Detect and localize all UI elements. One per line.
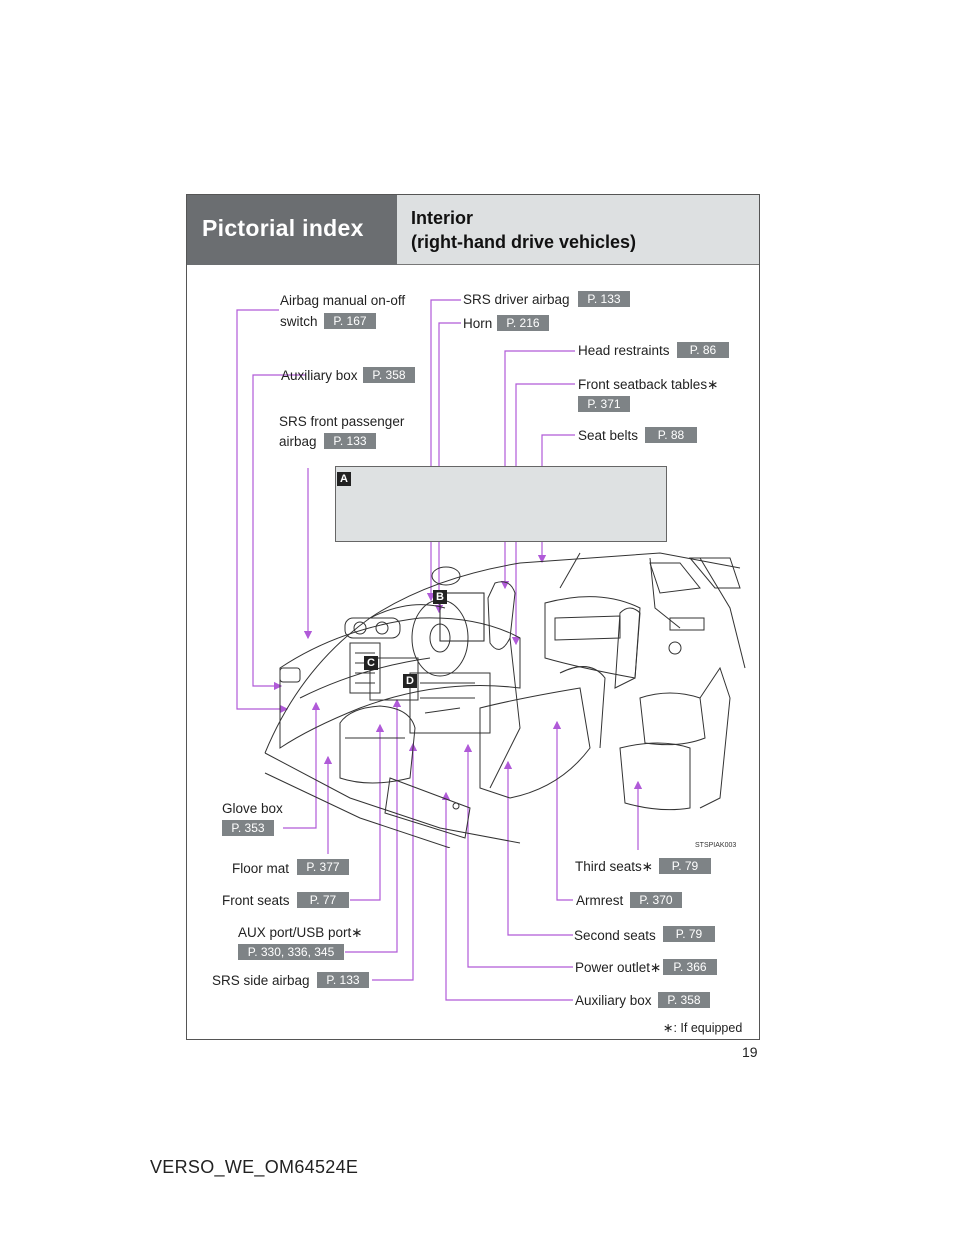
page-ref-head-restraints[interactable]: P. 86 <box>677 342 729 358</box>
page-ref-third-seats[interactable]: P. 79 <box>659 858 711 874</box>
label-glove-box: Glove box <box>222 801 283 816</box>
page-ref-airbag-switch[interactable]: P. 167 <box>324 313 376 329</box>
label-airbag-switch-2: switch <box>280 314 318 329</box>
panel-c-tag: C <box>364 656 378 670</box>
equipped-asterisk: ∗ <box>707 377 719 392</box>
page-ref-power-outlet[interactable]: P. 366 <box>663 959 717 975</box>
label-front-seats: Front seats <box>222 893 290 908</box>
label-armrest: Armrest <box>576 893 624 908</box>
page-ref-front-seats[interactable]: P. 77 <box>297 892 349 908</box>
panel-a-tag: A <box>337 472 351 486</box>
page-ref-seatback-tables[interactable]: P. 371 <box>578 396 630 412</box>
label-srs-front-pass-1: SRS front passenger <box>279 414 405 429</box>
page-ref-armrest[interactable]: P. 370 <box>630 892 682 908</box>
car-interior-illustration <box>264 552 746 848</box>
section-title: Pictorial index <box>202 215 364 241</box>
page-ref-glove-box[interactable]: P. 353 <box>222 820 274 836</box>
page-number: 19 <box>742 1044 758 1060</box>
page-ref-horn[interactable]: P. 216 <box>497 315 549 331</box>
page-ref-floor-mat[interactable]: P. 377 <box>297 859 349 875</box>
page-ref-second-seats[interactable]: P. 79 <box>663 926 715 942</box>
page-ref-aux-port[interactable]: P. 330, 336, 345 <box>238 944 344 960</box>
footer-code: VERSO_WE_OM64524E <box>150 1157 359 1177</box>
heading-line-2: (right-hand drive vehicles) <box>411 232 637 252</box>
page-ref-srs-side[interactable]: P. 133 <box>317 972 369 988</box>
page-ref-srs-driver[interactable]: P. 133 <box>578 291 630 307</box>
equipped-asterisk: ∗ <box>641 859 654 874</box>
panel-a: A <box>335 466 667 542</box>
label-seat-belts: Seat belts <box>578 428 639 443</box>
label-second-seats: Second seats <box>574 928 656 943</box>
image-code: STSPIAK003 <box>695 842 737 849</box>
label-floor-mat: Floor mat <box>232 861 290 876</box>
page-heading: Interior (right-hand drive vehicles) <box>397 195 759 265</box>
page-ref-aux-box-bottom[interactable]: P. 358 <box>658 992 710 1008</box>
section-tab: Pictorial index <box>187 195 397 265</box>
page-ref-srs-front-pass[interactable]: P. 133 <box>324 433 376 449</box>
label-head-restraints: Head restraints <box>578 343 670 358</box>
label-third-seats: Third seats∗ <box>575 859 654 874</box>
page-ref-seat-belts[interactable]: P. 88 <box>645 427 697 443</box>
label-power-outlet: Power outlet∗ <box>575 960 662 975</box>
footnote: ∗: If equipped <box>663 1021 743 1035</box>
label-seatback-tables: Front seatback tables∗ <box>578 377 719 392</box>
label-srs-front-pass-2: airbag <box>279 434 317 449</box>
label-aux-box-bottom: Auxiliary box <box>575 993 652 1008</box>
label-srs-side: SRS side airbag <box>212 973 310 988</box>
heading-line-1: Interior <box>411 208 474 228</box>
equipped-asterisk: ∗ <box>650 960 662 975</box>
panel-d-tag: D <box>403 674 417 688</box>
label-aux-port: AUX port/USB port∗ <box>238 925 363 940</box>
label-horn: Horn <box>463 316 493 331</box>
equipped-asterisk: ∗ <box>351 925 363 940</box>
label-airbag-switch-1: Airbag manual on-off <box>280 293 406 308</box>
panel-b-tag: B <box>433 590 447 604</box>
page-ref-aux-box-top[interactable]: P. 358 <box>363 367 415 383</box>
label-srs-driver: SRS driver airbag <box>463 292 570 307</box>
footnote-asterisk: ∗ <box>663 1021 674 1035</box>
label-aux-box-top: Auxiliary box <box>281 368 358 383</box>
